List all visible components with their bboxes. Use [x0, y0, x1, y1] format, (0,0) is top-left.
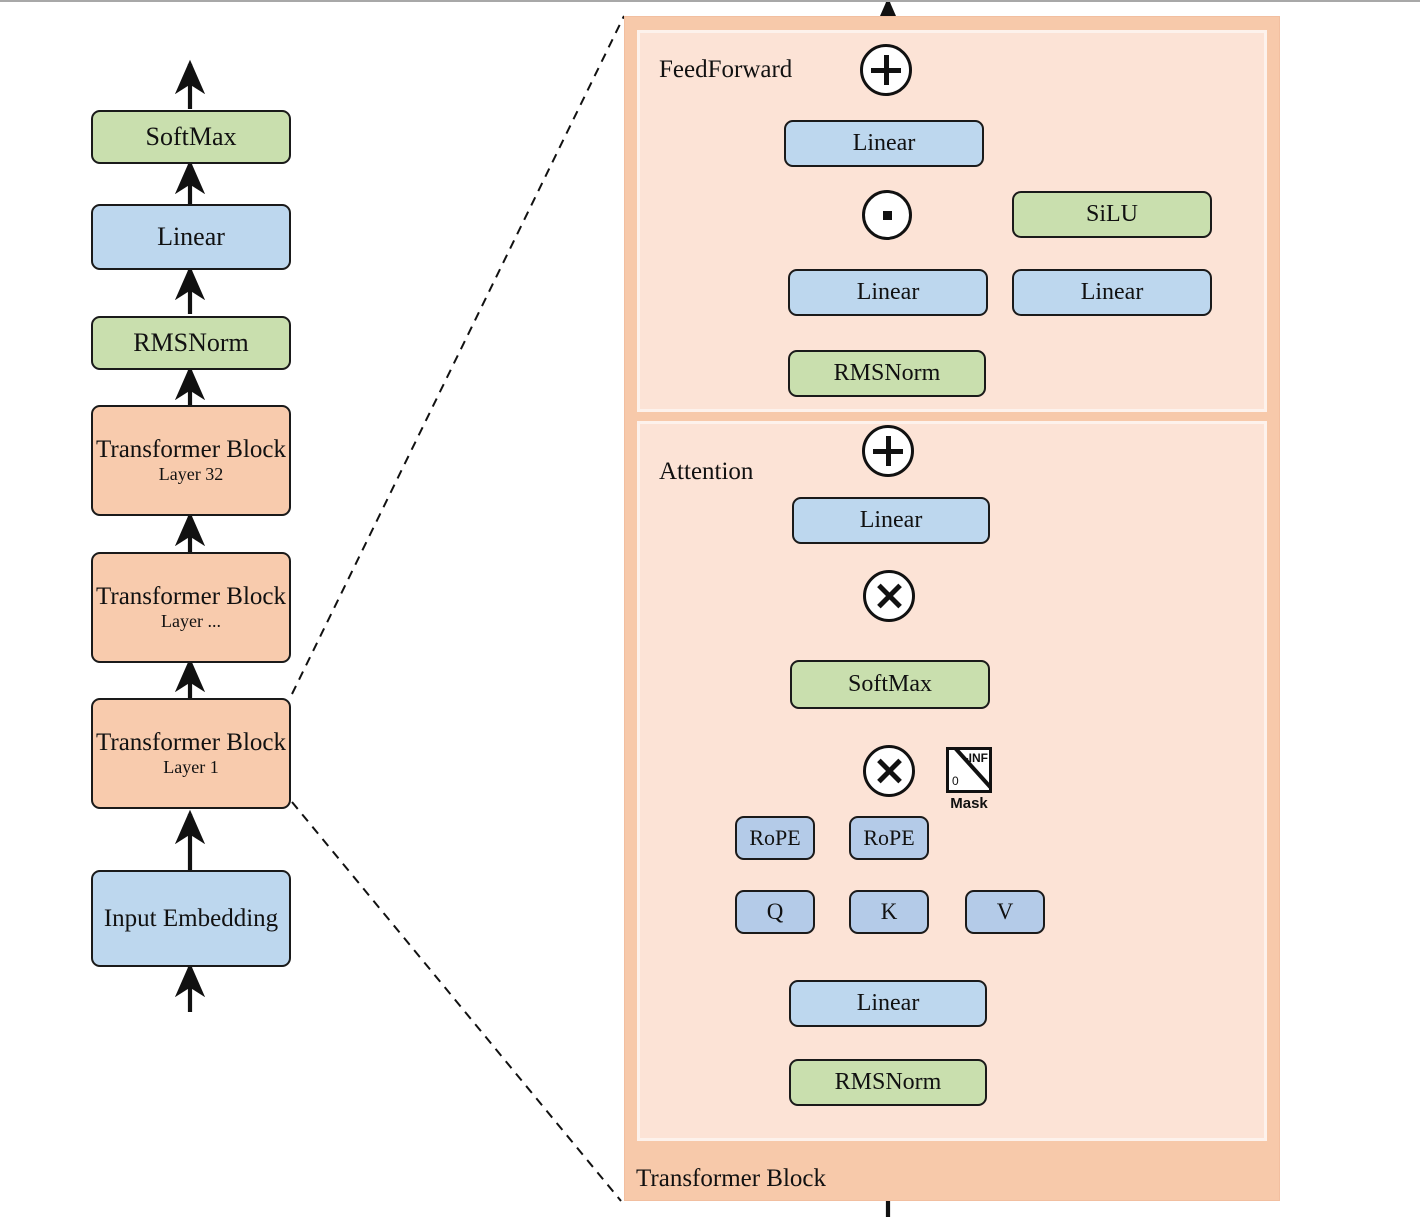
attention-q[interactable]: Q — [735, 890, 815, 934]
node-label: K — [880, 898, 898, 924]
zoom-connector-top — [291, 15, 625, 695]
feedforward-rmsnorm[interactable]: RMSNorm — [788, 350, 986, 397]
node-label: Transformer Block — [95, 436, 287, 464]
mask-icon: -INF 0 — [946, 747, 992, 793]
transformer-block-label: Transformer Block — [636, 1165, 827, 1192]
attention-matmul-value-op[interactable] — [863, 570, 915, 622]
left-node-input-embedding[interactable]: Input Embedding — [91, 870, 291, 967]
feedforward-linear-up[interactable]: Linear — [1012, 269, 1212, 316]
node-label: SoftMax — [848, 670, 932, 697]
left-node-softmax[interactable]: SoftMax — [91, 110, 291, 164]
feedforward-linear-out[interactable]: Linear — [784, 120, 984, 167]
attention-mask[interactable]: -INF 0 Mask — [946, 747, 992, 812]
node-label: RMSNorm — [834, 1068, 942, 1095]
node-label: Linear — [859, 506, 923, 533]
node-label: SoftMax — [145, 121, 237, 151]
node-sublabel: Layer ... — [161, 611, 221, 632]
left-node-rmsnorm[interactable]: RMSNorm — [91, 316, 291, 370]
mask-lower-value: 0 — [952, 774, 959, 788]
node-label: V — [996, 898, 1014, 924]
attention-label: Attention — [659, 458, 754, 485]
attention-linear-qkv[interactable]: Linear — [789, 980, 987, 1027]
node-label: Linear — [157, 221, 225, 251]
left-node-linear[interactable]: Linear — [91, 204, 291, 270]
attention-v[interactable]: V — [965, 890, 1045, 934]
node-label: Transformer Block — [95, 729, 287, 757]
feedforward-add-op[interactable] — [860, 44, 912, 96]
left-node-transformer-block-32[interactable]: Transformer Block Layer 32 — [91, 405, 291, 516]
attention-rmsnorm[interactable]: RMSNorm — [789, 1059, 987, 1106]
attention-rope-k[interactable]: RoPE — [849, 816, 929, 860]
feedforward-label: FeedForward — [659, 56, 793, 83]
attention-rope-q[interactable]: RoPE — [735, 816, 815, 860]
node-label: RoPE — [863, 825, 915, 851]
node-label: Linear — [1080, 278, 1144, 305]
node-sublabel: Layer 1 — [163, 757, 219, 778]
node-label: Linear — [856, 989, 920, 1016]
node-label: Linear — [852, 129, 916, 156]
attention-softmax[interactable]: SoftMax — [790, 660, 990, 709]
feedforward-multiply-op[interactable] — [862, 190, 912, 240]
node-label: Input Embedding — [103, 905, 279, 932]
node-sublabel: Layer 32 — [158, 464, 224, 485]
attention-linear-out[interactable]: Linear — [792, 497, 990, 544]
feedforward-linear-gate[interactable]: Linear — [788, 269, 988, 316]
mask-upper-value: -INF — [964, 751, 988, 765]
zoom-connector-bottom — [291, 801, 622, 1202]
left-node-transformer-block-1[interactable]: Transformer Block Layer 1 — [91, 698, 291, 809]
node-label: RMSNorm — [833, 359, 941, 386]
node-label: Linear — [856, 278, 920, 305]
feedforward-silu[interactable]: SiLU — [1012, 191, 1212, 238]
attention-k[interactable]: K — [849, 890, 929, 934]
node-label: RMSNorm — [133, 327, 249, 357]
attention-add-op[interactable] — [862, 425, 914, 477]
node-label: SiLU — [1085, 200, 1138, 227]
node-label: RoPE — [749, 825, 801, 851]
left-node-transformer-block-dots[interactable]: Transformer Block Layer ... — [91, 552, 291, 663]
attention-matmul-qk-op[interactable] — [863, 745, 915, 797]
node-label: Transformer Block — [95, 583, 287, 611]
dot-icon — [882, 210, 892, 220]
mask-caption: Mask — [950, 795, 988, 812]
node-label: Q — [766, 898, 784, 924]
